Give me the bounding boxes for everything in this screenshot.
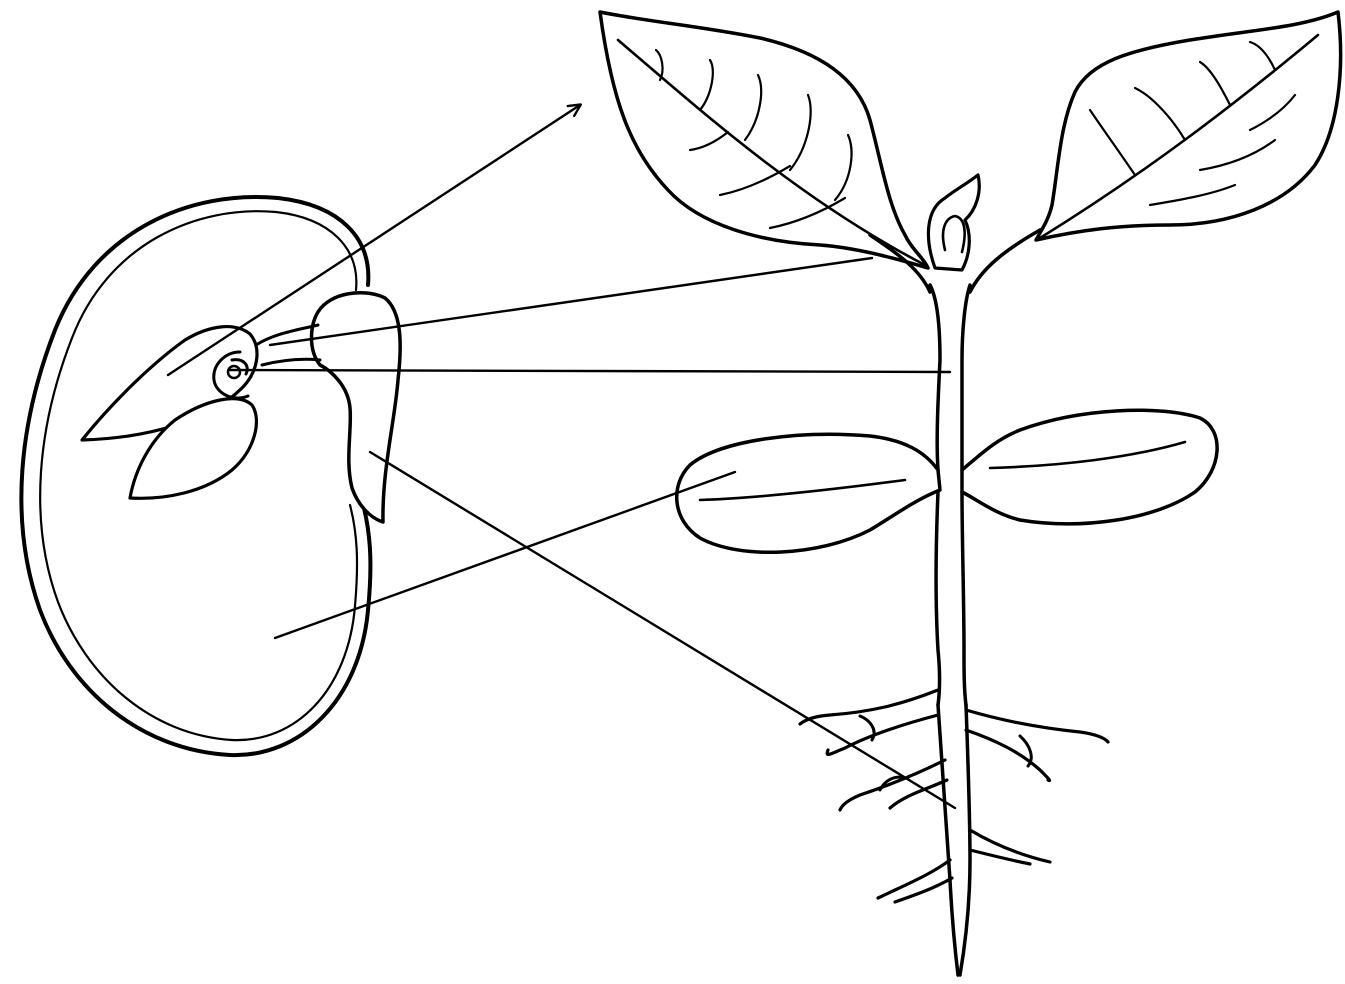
bean-seedling: [600, 12, 1341, 975]
hypocotyl: [936, 492, 939, 705]
bean-seed: [21, 197, 400, 755]
roots: [800, 690, 1108, 975]
true-leaf-right: [1036, 12, 1341, 240]
apical-bud: [928, 175, 979, 270]
true-leaf-left: [600, 12, 928, 268]
stem: [930, 285, 940, 470]
cotyledon-left: [677, 434, 940, 552]
pointer-cotyledon: [275, 472, 735, 638]
